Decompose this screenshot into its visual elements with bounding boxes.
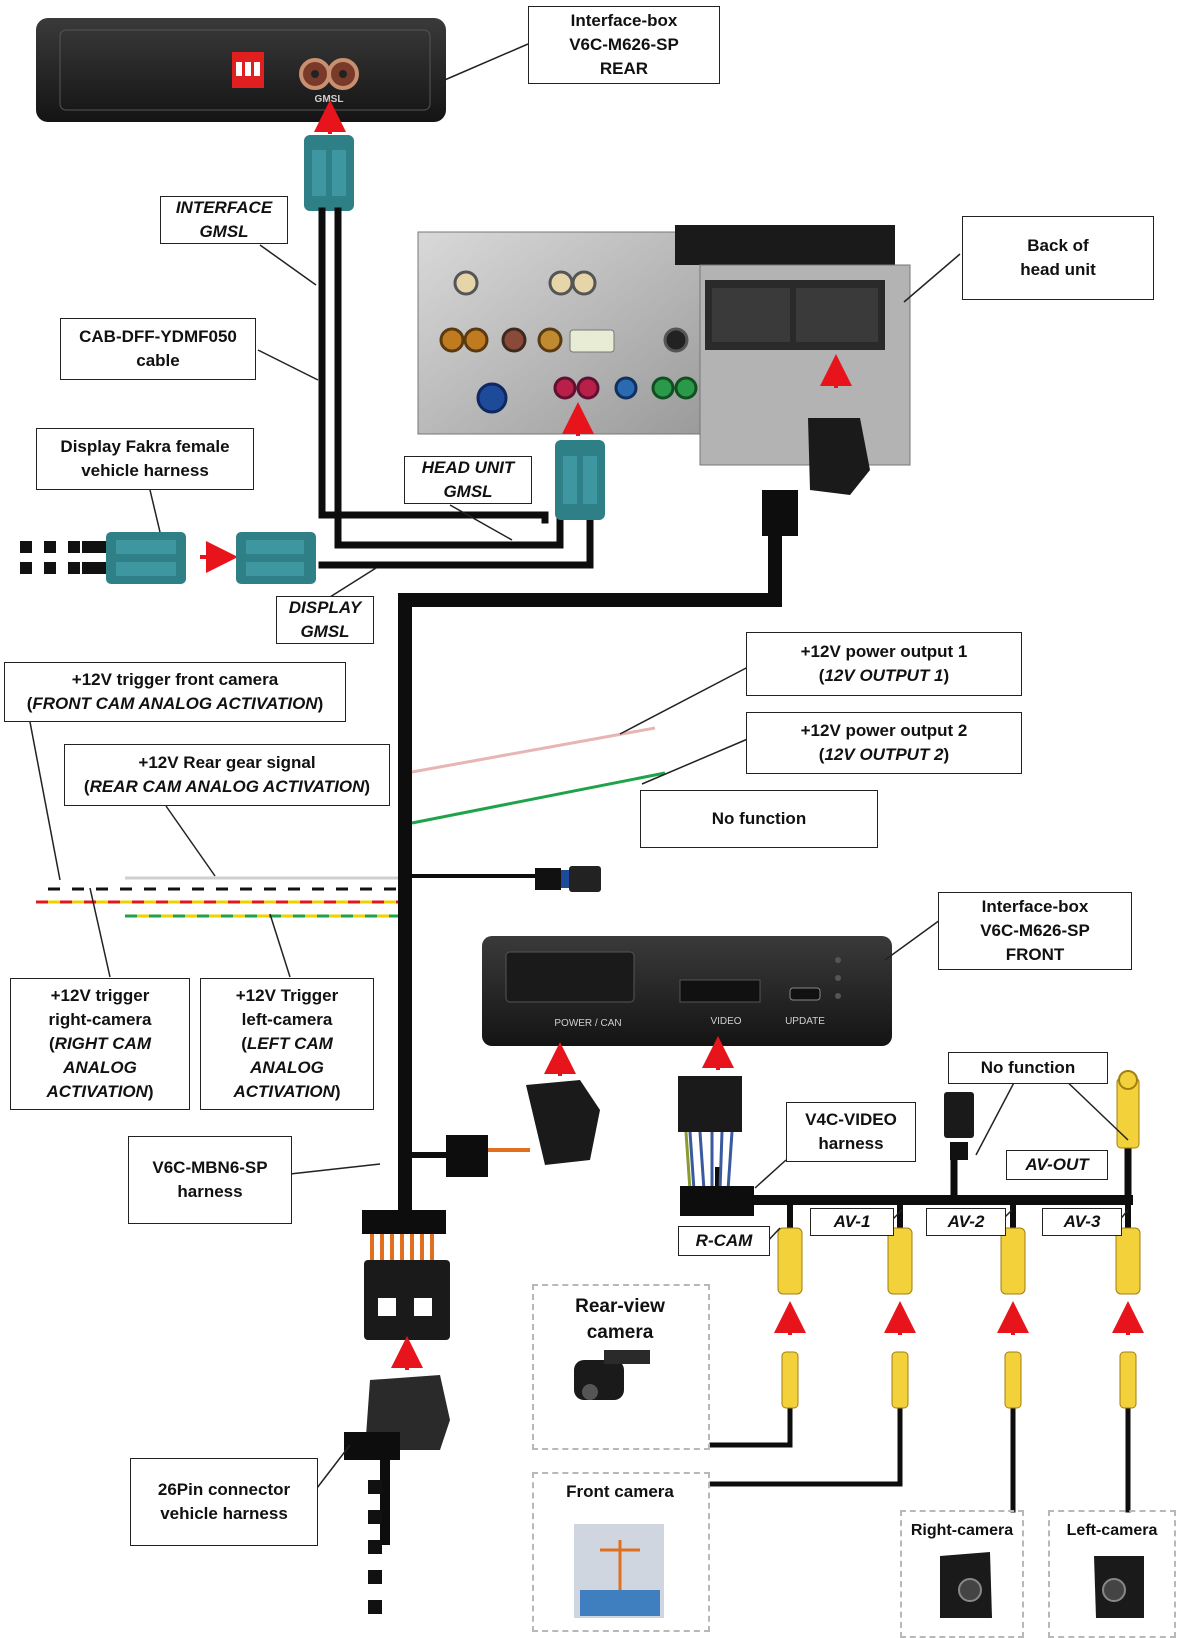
rca-connectors-bottom — [781, 1351, 1137, 1409]
label-back-head-unit: Back of head unit — [962, 216, 1154, 300]
gmsl-port-label: GMSL — [315, 94, 344, 105]
plug-connector-icon — [535, 866, 601, 892]
fakra-double-connector-icon — [236, 532, 316, 584]
label-display-gmsl: DISPLAY GMSL — [276, 596, 374, 644]
fakra-connector-icon — [555, 440, 605, 520]
interface-box-front: POWER / CAN VIDEO UPDATE — [482, 936, 892, 1046]
power-can-label: POWER / CAN — [554, 1018, 621, 1029]
cable-bundle — [318, 207, 1133, 1545]
label-av-3: AV-3 — [1042, 1208, 1122, 1236]
label-interface-gmsl: INTERFACE GMSL — [160, 196, 288, 244]
video-port-label: VIDEO — [710, 1016, 741, 1027]
label-power-output-2: +12V power output 2 (12V OUTPUT 2) — [746, 712, 1022, 774]
right-camera-frame — [900, 1510, 1024, 1638]
update-port-label: UPDATE — [785, 1016, 825, 1027]
wire-green — [411, 771, 666, 825]
label-right-cam-trigger: +12V trigger right-camera (RIGHT CAM ANA… — [10, 978, 190, 1110]
rear-view-camera-frame — [532, 1284, 710, 1450]
label-cab-cable: CAB-DFF-YDMF050 cable — [60, 318, 256, 380]
wire-pink — [411, 726, 656, 774]
label-rear-gear: +12V Rear gear signal (REAR CAM ANALOG A… — [64, 744, 390, 806]
harness-plug-icon — [362, 1210, 450, 1340]
left-camera-label: Left-camera — [1066, 1522, 1158, 1539]
rca-av-out-icon — [1116, 1070, 1140, 1149]
front-camera-icon — [574, 1524, 664, 1618]
label-no-function-1: No function — [640, 790, 878, 848]
label-no-function-2: No function — [948, 1052, 1108, 1084]
left-camera-frame — [1048, 1510, 1176, 1638]
front-camera-frame — [532, 1472, 710, 1632]
head-unit — [417, 225, 911, 466]
label-interface-box-rear: Interface-box V6C-M626-SP REAR — [528, 6, 720, 84]
front-camera-label: Front camera — [566, 1482, 674, 1501]
26pin-connector-icon — [344, 1375, 450, 1614]
label-v4c-video-harness: V4C-VIDEO harness — [786, 1102, 916, 1162]
label-r-cam: R-CAM — [678, 1226, 770, 1256]
label-26pin-connector: 26Pin connector vehicle harness — [130, 1458, 318, 1546]
left-camera-icon — [1094, 1556, 1144, 1618]
power-can-connector-icon — [446, 1080, 600, 1177]
leader-lines — [29, 43, 1129, 1489]
label-av-out: AV-OUT — [1006, 1150, 1108, 1180]
plug-connector-icon — [944, 1092, 974, 1160]
rca-connectors-top — [777, 1227, 1141, 1295]
right-camera-label: Right-camera — [910, 1522, 1014, 1539]
trigger-wires — [36, 876, 398, 918]
rear-view-camera-icon — [574, 1350, 650, 1400]
label-interface-box-front: Interface-box V6C-M626-SP FRONT — [938, 892, 1132, 970]
video-connector-icon — [678, 1076, 754, 1216]
fakra-connector-icon — [304, 135, 354, 211]
display-fakra-connector — [20, 532, 186, 584]
label-head-unit-gmsl: HEAD UNIT GMSL — [404, 456, 532, 504]
label-av-2: AV-2 — [926, 1208, 1006, 1236]
quadlock-connector-icon — [762, 418, 870, 536]
label-display-fakra: Display Fakra female vehicle harness — [36, 428, 254, 490]
label-v6c-mbn6-harness: V6C-MBN6-SP harness — [128, 1136, 292, 1224]
label-left-cam-trigger: +12V Trigger left-camera (LEFT CAM ANALO… — [200, 978, 374, 1110]
label-power-output-1: +12V power output 1 (12V OUTPUT 1) — [746, 632, 1022, 696]
right-camera-icon — [940, 1552, 992, 1618]
label-front-cam-trigger: +12V trigger front camera (FRONT CAM ANA… — [4, 662, 346, 722]
interface-box-rear: GMSL — [36, 18, 446, 122]
label-av-1: AV-1 — [810, 1208, 894, 1236]
